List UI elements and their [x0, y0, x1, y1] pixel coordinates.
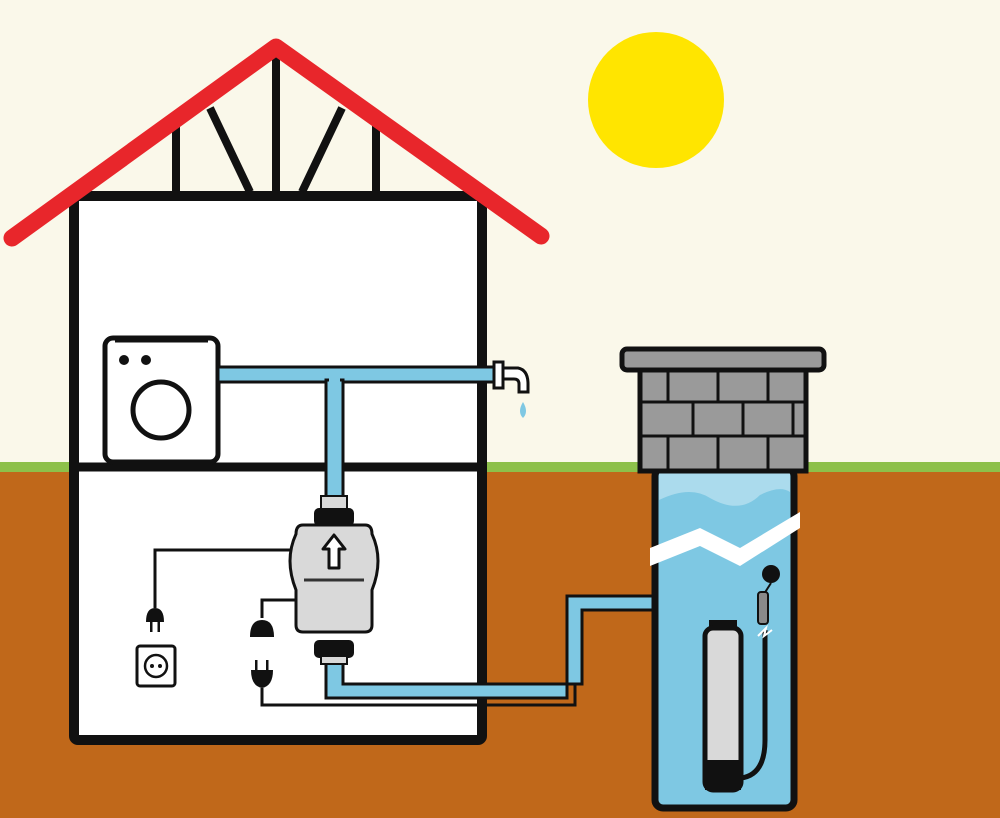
water-drop-icon — [520, 402, 526, 418]
submersible-pump-icon — [702, 620, 768, 793]
sun-icon — [588, 32, 724, 168]
washing-machine-icon — [102, 335, 221, 465]
water-level-break — [650, 512, 800, 566]
well-cap — [619, 346, 827, 373]
house-icon — [3, 38, 550, 745]
tap-icon — [492, 360, 530, 394]
float-switch-icon — [757, 565, 780, 639]
pressure-pump-icon — [288, 495, 380, 665]
roof — [3, 38, 550, 247]
wall-socket-icon — [135, 644, 177, 688]
power-plug-icon — [146, 608, 164, 632]
power-plug-icon — [251, 660, 273, 688]
power-socket-connector-icon — [250, 620, 274, 637]
arrow-up-icon — [321, 533, 347, 570]
water-pipe — [216, 365, 500, 504]
